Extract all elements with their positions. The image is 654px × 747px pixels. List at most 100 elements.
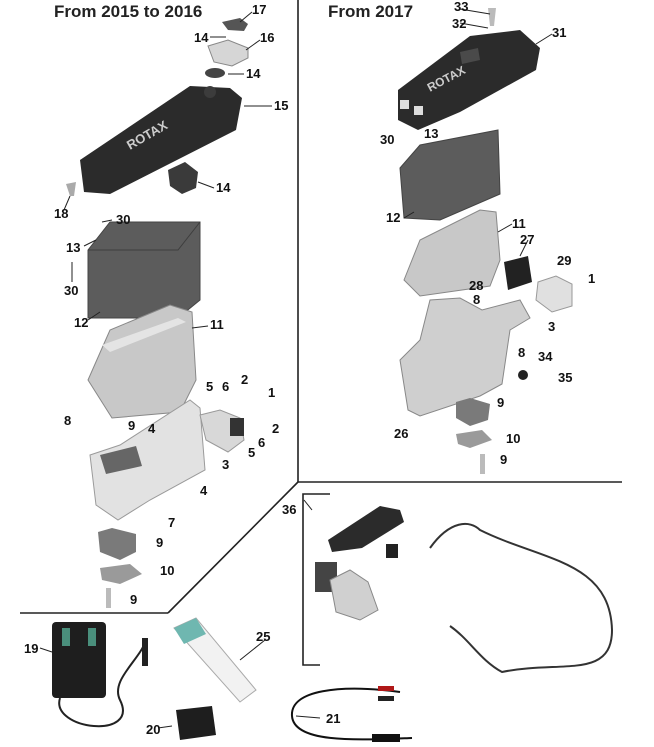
battery-charger — [52, 622, 106, 698]
switch-cap-part — [222, 18, 248, 31]
callout-14: 14 — [194, 30, 209, 45]
callout-29: 29 — [557, 253, 572, 268]
battery-2017 — [399, 129, 501, 221]
battery-cover-2015 — [80, 86, 242, 194]
callout-12: 12 — [386, 210, 401, 225]
cover-switch-hole — [204, 86, 216, 98]
clamp-bracket-2017 — [456, 430, 492, 448]
charging-cable-21 — [290, 687, 413, 741]
callout-2: 2 — [272, 421, 280, 436]
callout-28: 28 — [469, 278, 484, 293]
callout-30: 30 — [64, 283, 79, 298]
key-switch-part — [168, 162, 198, 194]
cover-socket-1 — [400, 100, 409, 109]
callout-20: 20 — [146, 722, 161, 737]
support-frame-2015 — [89, 399, 206, 521]
bolt-9-2017 — [480, 454, 485, 474]
battery-2015 — [87, 221, 201, 319]
kit-frame — [329, 569, 379, 621]
battery-holder-2015 — [87, 304, 197, 419]
kit-cover — [328, 506, 404, 552]
battery-cover-2017 — [398, 30, 540, 130]
callout-9: 9 — [497, 395, 505, 410]
callout-13: 13 — [424, 126, 439, 141]
callout-14: 14 — [216, 180, 231, 195]
black-clamp — [378, 696, 394, 701]
section-title-2015-2016: From 2015 to 2016 — [54, 2, 203, 21]
callout-30: 30 — [380, 132, 395, 147]
charger-cable — [58, 639, 147, 728]
grommet-34-part — [518, 370, 528, 380]
callout-7: 7 — [168, 515, 176, 530]
callout-16: 16 — [260, 30, 275, 45]
callout-31: 31 — [552, 25, 567, 40]
charger-plug — [142, 638, 148, 666]
clamp-block-2017 — [456, 398, 490, 426]
callout-12: 12 — [74, 315, 89, 330]
kit-bracket — [302, 493, 330, 666]
callout-6: 6 — [258, 435, 266, 450]
screw-33-part — [488, 8, 496, 26]
callout-3: 3 — [222, 457, 230, 472]
solenoid-2017 — [535, 275, 573, 313]
battery-holder-2017 — [403, 209, 501, 297]
callout-10: 10 — [506, 431, 521, 446]
callout-35: 35 — [558, 370, 573, 385]
cover-socket-2 — [414, 106, 423, 115]
callout-17: 17 — [252, 2, 267, 17]
callout-13: 13 — [66, 240, 81, 255]
callout-8: 8 — [473, 292, 481, 307]
callout-19: 19 — [24, 641, 39, 656]
solenoid-terminal — [230, 418, 244, 436]
callout-27: 27 — [520, 232, 535, 247]
callout-36: 36 — [282, 502, 297, 517]
bolt-9-part — [106, 588, 111, 608]
battery-edge — [88, 221, 201, 251]
callout-34: 34 — [538, 349, 553, 364]
kit-switch — [386, 544, 398, 558]
clamp-block-2015 — [98, 528, 136, 560]
charger-prong-2 — [88, 628, 96, 646]
callout-9: 9 — [156, 535, 164, 550]
callout-11: 11 — [210, 317, 224, 332]
callout-10: 10 — [160, 563, 175, 578]
callout-9: 9 — [130, 592, 138, 607]
callout-8: 8 — [518, 345, 526, 360]
callout-3: 3 — [548, 319, 556, 334]
wiring-harness — [429, 523, 614, 674]
callout-5: 5 — [248, 445, 256, 460]
screw-18-part — [66, 182, 76, 196]
section-title-2017: From 2017 — [328, 2, 414, 21]
callout-26: 26 — [394, 426, 409, 441]
callout-2: 2 — [241, 372, 249, 387]
callout-30: 30 — [116, 212, 131, 227]
callout-25: 25 — [256, 629, 271, 644]
gasket-part — [205, 68, 225, 78]
panel-dividers — [20, 0, 622, 666]
callout-4: 4 — [200, 483, 208, 498]
cable-connector — [372, 734, 400, 742]
plate-9-part — [100, 446, 142, 474]
callout-1: 1 — [268, 385, 276, 400]
callout-15: 15 — [274, 98, 289, 113]
callout-33: 33 — [454, 0, 469, 14]
cover-window — [460, 48, 480, 64]
grease-tube-cap — [174, 618, 206, 644]
callout-1: 1 — [588, 271, 596, 286]
callout-9: 9 — [128, 418, 136, 433]
callout-11: 11 — [512, 216, 526, 231]
callout-4: 4 — [148, 421, 156, 436]
clamp-bracket-2015 — [100, 564, 142, 584]
rocker-switch-27 — [504, 256, 532, 290]
callout-6: 6 — [222, 379, 230, 394]
callout-32: 32 — [452, 16, 467, 31]
charger-prong-1 — [62, 628, 70, 646]
callout-9: 9 — [500, 452, 508, 467]
callout-5: 5 — [206, 379, 214, 394]
red-clamp — [378, 686, 394, 691]
leader-lines — [39, 8, 553, 729]
callout-8: 8 — [64, 413, 72, 428]
callout-14: 14 — [246, 66, 261, 81]
holder-top-strap — [102, 318, 186, 352]
